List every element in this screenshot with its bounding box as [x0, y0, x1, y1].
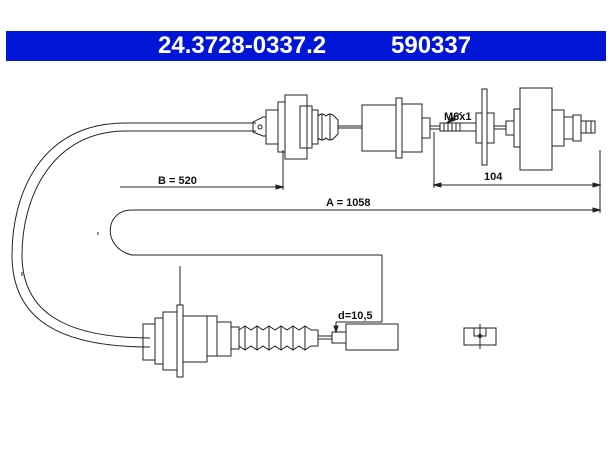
end-view-detail: [463, 324, 497, 349]
cable-sheath: [11, 122, 256, 348]
part-number: 24.3728-0337.2: [158, 32, 327, 59]
header-banner: 24.3728-0337.2 590337: [6, 31, 606, 61]
dim-b-label: B = 520: [158, 175, 197, 187]
lower-fitting-leader: [21, 266, 181, 305]
dimension-104: [432, 132, 602, 188]
dimension-b: [120, 150, 285, 190]
dimension-a: [97, 150, 602, 322]
upper-end-fitting: [252, 94, 362, 160]
dimension-diameter: [333, 321, 382, 334]
dimension-thread: [445, 111, 463, 125]
diameter-label: d=10,5: [338, 310, 373, 322]
dim-104-label: 104: [484, 171, 503, 183]
dim-a-label: A = 1058: [326, 197, 371, 209]
threaded-rod-end: [439, 87, 596, 171]
middle-sleeve: [361, 97, 440, 159]
thread-label: M6x1: [444, 111, 472, 123]
reference-number: 590337: [391, 32, 472, 59]
